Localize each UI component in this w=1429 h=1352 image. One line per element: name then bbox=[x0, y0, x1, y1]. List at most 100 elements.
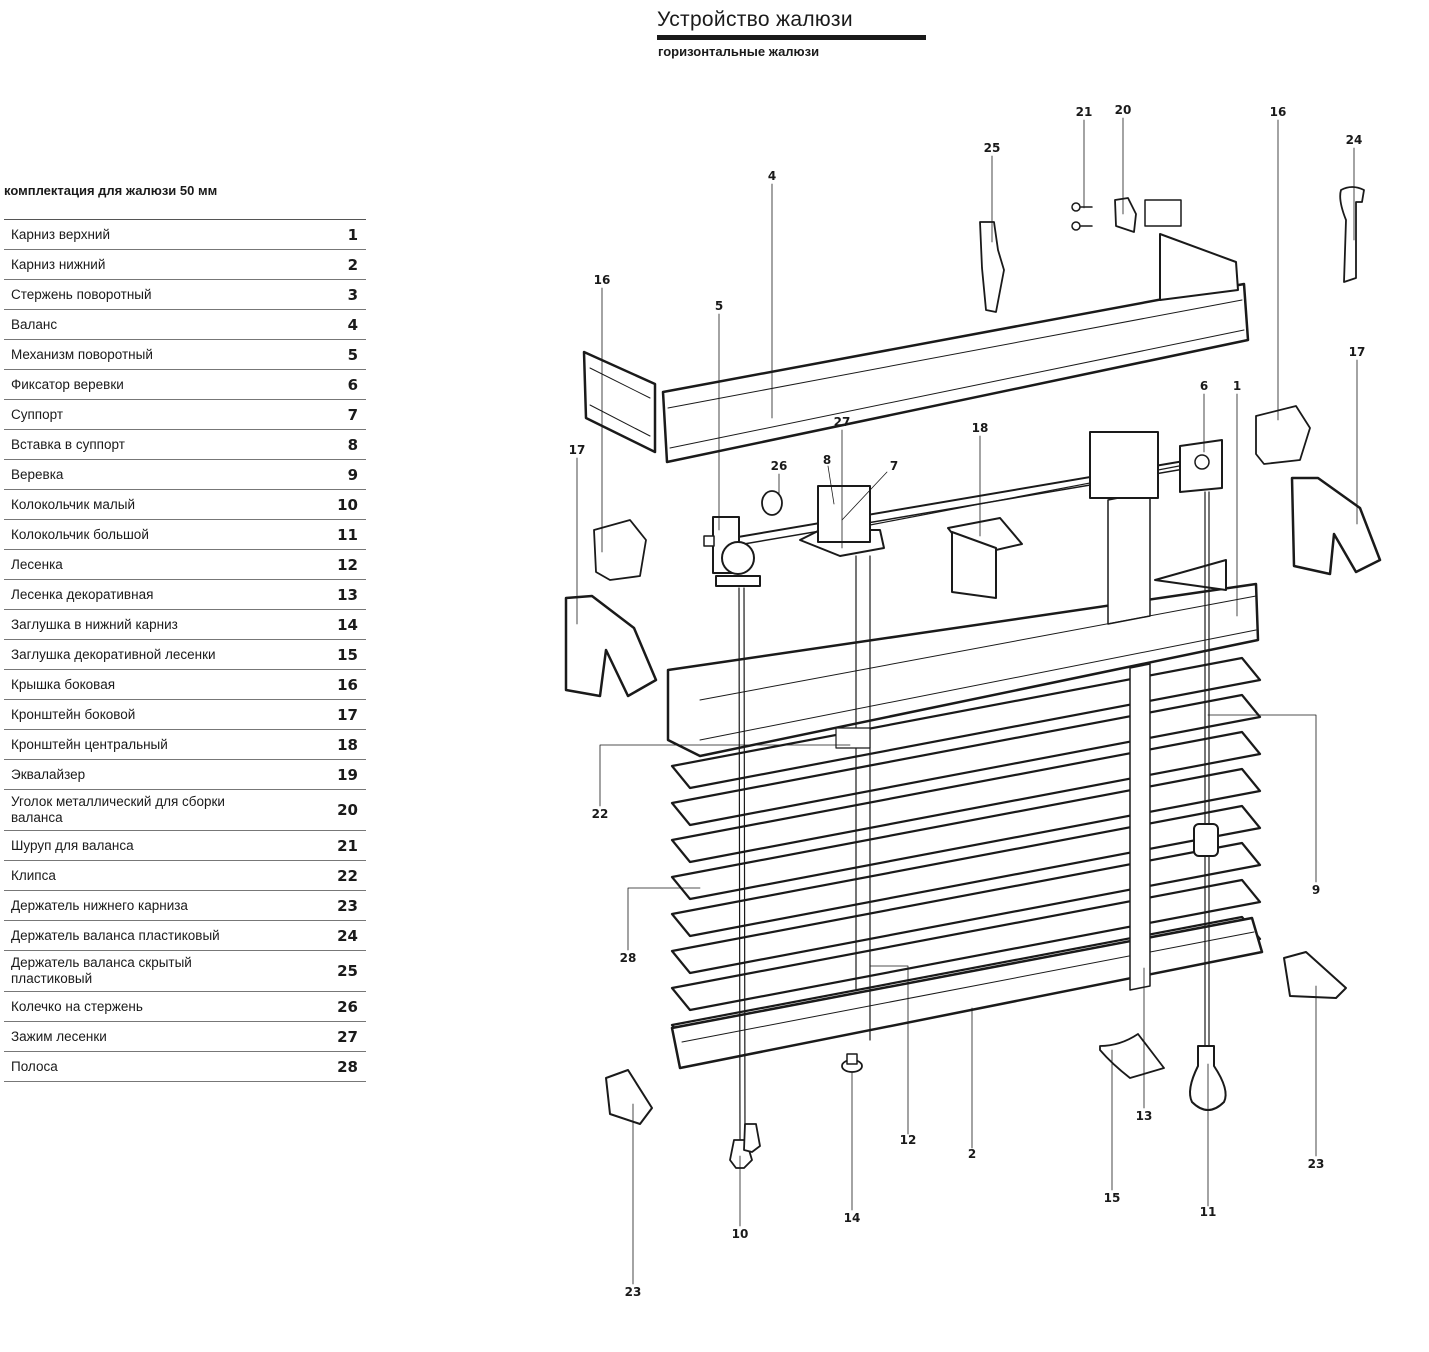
part-name: Колокольчик большой bbox=[11, 526, 149, 542]
callout-label: 9 bbox=[1312, 883, 1320, 897]
part-name: Валанс bbox=[11, 316, 58, 332]
part-name: Механизм поворотный bbox=[11, 346, 153, 362]
part-name: Зажим лесенки bbox=[11, 1028, 107, 1044]
callout-label: 20 bbox=[1115, 103, 1132, 117]
slat bbox=[670, 804, 1262, 938]
part-number: 20 bbox=[337, 801, 358, 819]
tilt-mechanism bbox=[703, 516, 761, 587]
part-number: 4 bbox=[347, 315, 358, 334]
callout-label: 16 bbox=[594, 273, 611, 287]
callout-label: 2 bbox=[968, 1147, 976, 1161]
callout-label: 17 bbox=[569, 443, 586, 457]
callout-label: 17 bbox=[1349, 345, 1366, 359]
parts-list-heading: комплектация для жалюзи 50 мм bbox=[4, 183, 218, 198]
part-name: Стержень поворотный bbox=[11, 286, 152, 302]
equalizer bbox=[1193, 823, 1219, 857]
callout-label: 11 bbox=[1200, 1205, 1217, 1219]
callout-label: 21 bbox=[1076, 105, 1093, 119]
parts-list-row: Вставка в суппорт 8 bbox=[4, 430, 366, 460]
part-name: Держатель валанса пластиковый bbox=[11, 927, 220, 943]
valance-holder bbox=[1339, 186, 1365, 283]
part-number: 8 bbox=[347, 435, 358, 454]
callout-label: 23 bbox=[1308, 1157, 1325, 1171]
leader-lines bbox=[576, 117, 1358, 1285]
valance-end-cap bbox=[582, 350, 657, 454]
parts-list-row: Стержень поворотный 3 bbox=[4, 280, 366, 310]
part-name: Вставка в суппорт bbox=[11, 436, 125, 452]
parts-list-row: Веревка 9 bbox=[4, 460, 366, 490]
part-number: 9 bbox=[347, 465, 358, 484]
part-name: Кронштейн боковой bbox=[11, 706, 136, 722]
parts-list-row: Заглушка в нижний карниз 14 bbox=[4, 610, 366, 640]
part-number: 13 bbox=[337, 585, 358, 604]
hidden-valance-holder bbox=[979, 221, 1005, 313]
small-tassels bbox=[729, 1123, 761, 1169]
part-name: Держатель валанса скрытый пластиковый bbox=[11, 955, 192, 986]
decorative-tape-cap bbox=[1099, 1033, 1165, 1079]
top-rail bbox=[666, 491, 1260, 758]
end-cap-left bbox=[593, 519, 647, 581]
part-name: Уголок металлический для сборки валанса bbox=[11, 794, 225, 825]
callout-label: 10 bbox=[732, 1227, 749, 1241]
part-number: 22 bbox=[337, 866, 358, 885]
callout-label: 15 bbox=[1104, 1191, 1121, 1205]
slat bbox=[670, 878, 1262, 1012]
bottom-rail-holder-left bbox=[605, 1069, 653, 1125]
part-name: Лесенка bbox=[11, 556, 63, 572]
parts-list-row: Кронштейн боковой 17 bbox=[4, 700, 366, 730]
part-number: 3 bbox=[347, 285, 358, 304]
cradle-right bbox=[1089, 431, 1159, 499]
part-number: 7 bbox=[347, 405, 358, 424]
callout-label: 6 bbox=[1200, 379, 1208, 393]
part-name: Веревка bbox=[11, 466, 64, 482]
part-name: Колечко на стержень bbox=[11, 998, 143, 1014]
callout-label: 1 bbox=[1233, 379, 1241, 393]
callout-label: 24 bbox=[1346, 133, 1363, 147]
tilt-rod-ring bbox=[761, 490, 783, 516]
parts-list-row: Суппорт 7 bbox=[4, 400, 366, 430]
part-name: Эквалайзер bbox=[11, 766, 86, 782]
part-number: 17 bbox=[337, 705, 358, 724]
decorative-tape bbox=[1129, 663, 1151, 991]
part-name: Крышка боковая bbox=[11, 676, 116, 692]
parts-list-row: Механизм поворотный 5 bbox=[4, 340, 366, 370]
callout-label: 12 bbox=[900, 1133, 917, 1147]
part-number: 14 bbox=[337, 615, 358, 634]
callout-label: 22 bbox=[592, 807, 609, 821]
bottom-rail bbox=[670, 916, 1264, 1070]
callout-label: 18 bbox=[972, 421, 989, 435]
part-name: Держатель нижнего карниза bbox=[11, 897, 188, 913]
slat bbox=[670, 656, 1262, 790]
page-subtitle: горизонтальные жалюзи bbox=[658, 44, 820, 59]
part-number: 5 bbox=[347, 345, 358, 364]
side-bracket-right bbox=[1290, 476, 1382, 576]
callout-label: 13 bbox=[1136, 1109, 1153, 1123]
end-cap-right bbox=[1255, 405, 1311, 465]
part-number: 10 bbox=[337, 495, 358, 514]
part-number: 6 bbox=[347, 375, 358, 394]
side-bracket-left bbox=[564, 594, 658, 698]
part-number: 1 bbox=[347, 225, 358, 244]
parts-list-row: Валанс 4 bbox=[4, 310, 366, 340]
parts-list-row: Уголок металлический для сборки валанса 2… bbox=[4, 790, 366, 831]
part-name: Суппорт bbox=[11, 406, 64, 422]
part-name: Заглушка в нижний карниз bbox=[11, 616, 178, 632]
callout-label: 27 bbox=[834, 415, 851, 429]
bottom-rail-plug bbox=[841, 1053, 863, 1073]
callout-label: 7 bbox=[890, 459, 898, 473]
